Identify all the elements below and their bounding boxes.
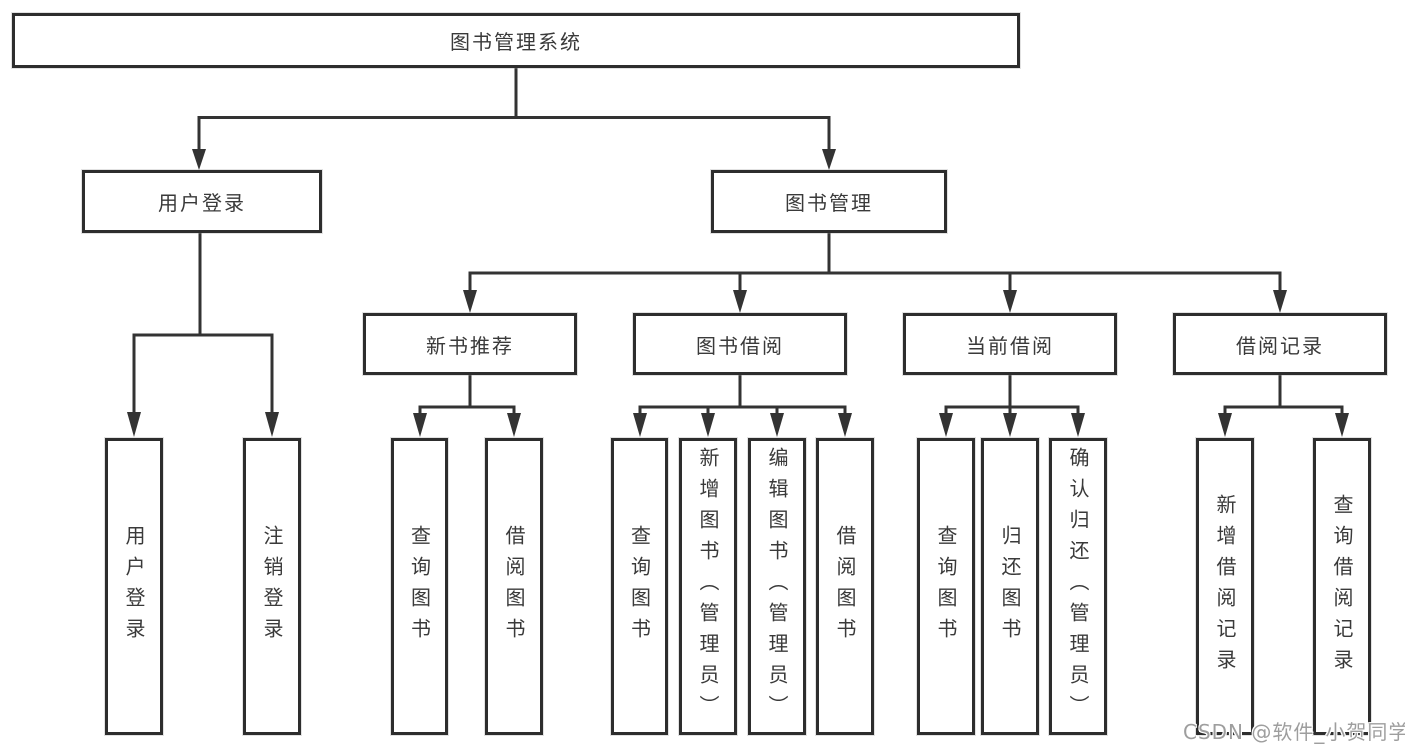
- node-borrow-records: 借阅记录: [1173, 313, 1387, 375]
- arrowhead: [1003, 290, 1017, 313]
- arrowhead: [1273, 290, 1287, 313]
- connector-user-login-to-leaves: [127, 233, 279, 437]
- arrowhead: [1071, 413, 1085, 437]
- node-new-book-recommend: 新书推荐: [363, 313, 577, 375]
- leaf-confirm-return-admin: 确认归还（管理员）: [1049, 438, 1107, 735]
- connector-book-borrowing-to-leaves: [633, 375, 852, 437]
- arrowhead: [1003, 413, 1017, 437]
- arrowhead: [838, 413, 852, 437]
- csdn-watermark: CSDN @软件_小贺同学: [1183, 720, 1405, 744]
- arrowhead: [507, 413, 521, 437]
- node-user-login: 用户登录: [82, 170, 322, 233]
- arrowhead: [733, 290, 747, 313]
- arrowhead: [1335, 413, 1349, 437]
- leaf-edit-books-admin: 编辑图书（管理员）: [748, 438, 806, 735]
- leaf-borrow-books-under-borrowing: 借阅图书: [816, 438, 874, 735]
- arrowhead: [413, 413, 427, 437]
- arrowhead: [633, 413, 647, 437]
- connector-book-management-to-level3: [463, 233, 1287, 313]
- arrowhead: [822, 149, 836, 170]
- connector-borrow-records-to-leaves: [1218, 375, 1349, 437]
- arrowhead: [770, 413, 784, 437]
- node-library-management-system: 图书管理系统: [12, 13, 1020, 68]
- leaf-query-books-under-borrowing: 查询图书: [611, 438, 668, 735]
- arrowhead: [192, 149, 206, 170]
- node-current-borrowing: 当前借阅: [903, 313, 1117, 375]
- leaf-add-books-admin: 新增图书（管理员）: [679, 438, 737, 735]
- node-book-borrowing: 图书借阅: [633, 313, 847, 375]
- leaf-return-books: 归还图书: [981, 438, 1039, 735]
- arrowhead: [939, 413, 953, 437]
- leaf-add-borrow-record: 新增借阅记录: [1196, 438, 1254, 735]
- leaf-user-login: 用户登录: [105, 438, 163, 735]
- connector-root-to-level2: [192, 68, 836, 170]
- node-book-management: 图书管理: [711, 170, 947, 233]
- leaf-logout: 注销登录: [243, 438, 301, 735]
- leaf-query-borrow-record: 查询借阅记录: [1313, 438, 1371, 735]
- leaf-borrow-books-under-recommend: 借阅图书: [485, 438, 543, 735]
- arrowhead: [701, 413, 715, 437]
- arrowhead: [1218, 413, 1232, 437]
- connector-new-book-recommend-to-leaves: [413, 375, 521, 437]
- leaf-query-books-under-recommend: 查询图书: [391, 438, 448, 735]
- arrowhead: [463, 290, 477, 313]
- connector-current-borrowing-to-leaves: [939, 375, 1085, 437]
- arrowhead: [265, 412, 279, 437]
- arrowhead: [127, 412, 141, 437]
- leaf-query-books-under-current: 查询图书: [917, 438, 975, 735]
